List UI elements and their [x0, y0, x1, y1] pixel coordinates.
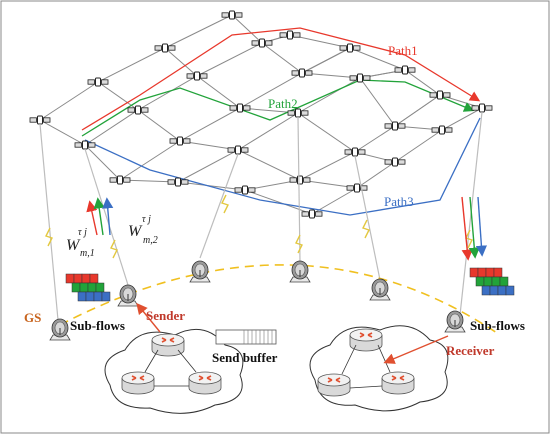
sender-label: Sender: [146, 308, 185, 323]
receiver-arrow: [383, 335, 449, 364]
satellite-icon: [431, 125, 453, 135]
weight1-sup: τ j: [78, 227, 87, 238]
receiver-label: Receiver: [446, 343, 495, 358]
router-icon: [121, 371, 155, 395]
send-buffer-graphic: [215, 329, 277, 345]
satellite-icon: [229, 103, 251, 113]
satellite-icon: [384, 157, 406, 167]
path3-label: Path3: [384, 194, 414, 209]
weight-arrows-left: [86, 197, 114, 236]
weight-label-1: W τ j m,1: [66, 227, 95, 259]
weight1-base: W: [66, 237, 81, 254]
router-icon: [188, 371, 222, 395]
satellite-icon: [289, 175, 311, 185]
subflows-right-blocks: [469, 267, 515, 296]
ground-antenna-icon: [444, 310, 466, 333]
satellite-icon: [186, 71, 208, 81]
send-buffer-label: Send buffer: [212, 350, 278, 365]
weight2-sub: m,2: [143, 235, 158, 246]
sender-arrow: [136, 302, 161, 333]
path1-line: [81, 27, 481, 131]
satellite-icon: [429, 90, 451, 100]
weight2-sup: τ j: [142, 214, 151, 225]
weight-arrows-right: [461, 196, 487, 261]
ground-links: [39, 111, 483, 321]
satellite-icon: [221, 10, 243, 20]
path1-label: Path1: [388, 43, 418, 58]
ground-antenna-icon: [289, 260, 311, 283]
satellite-icon: [471, 103, 493, 113]
weight-label-2: W τ j m,2: [128, 214, 158, 246]
satellite-icon: [74, 140, 96, 150]
satellite-icon: [87, 77, 109, 87]
satellite-icon: [291, 68, 313, 78]
router-icon: [381, 371, 415, 395]
subflows-left-blocks: [65, 273, 111, 302]
satellite-icon: [29, 115, 51, 125]
subflows-left-label: Sub-flows: [70, 318, 125, 333]
weight2-base: W: [128, 223, 143, 240]
satellite-icon: [279, 30, 301, 40]
lightning-link-icon: [45, 194, 473, 259]
satellite-icon: [251, 38, 273, 48]
weight1-sub: m,1: [80, 248, 95, 259]
gs-label: GS: [24, 310, 41, 325]
satellite-icon: [384, 121, 406, 131]
orbit-dashed-arc: [59, 264, 501, 336]
path3-line: [84, 117, 481, 216]
path2-line: [81, 79, 475, 137]
satellite-icon: [344, 147, 366, 157]
satellite-icon: [227, 145, 249, 155]
satellite-icon: [346, 183, 368, 193]
satellite-icon: [169, 136, 191, 146]
ground-antenna-icon: [117, 284, 139, 307]
satellite-icon: [109, 175, 131, 185]
router-icon: [317, 373, 351, 397]
ground-antenna-icon: [189, 260, 211, 283]
subflows-right-label: Sub-flows: [470, 318, 525, 333]
satellite-icon: [127, 105, 149, 115]
path2-label: Path2: [268, 96, 298, 111]
satellite-icon: [154, 43, 176, 53]
ground-antenna-icon: [369, 278, 391, 301]
